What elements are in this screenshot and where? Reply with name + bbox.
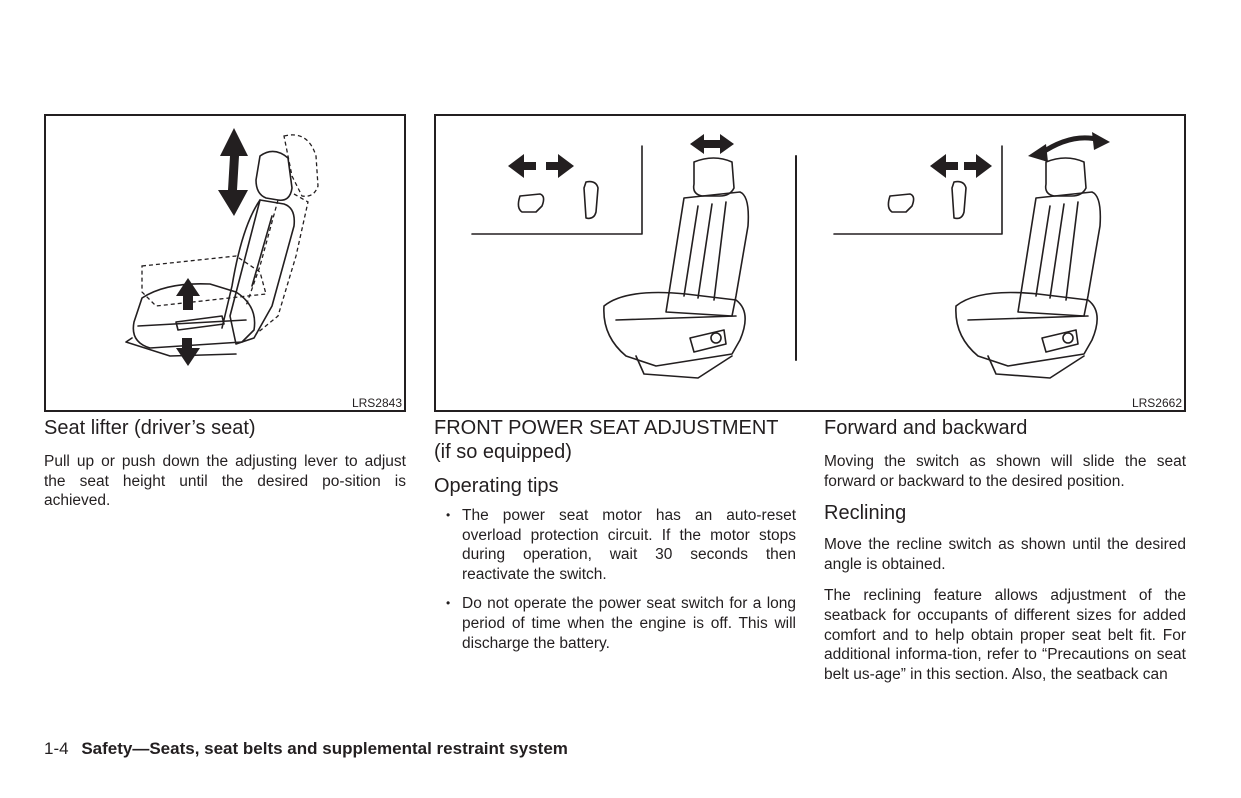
- power-seat-heading-line1: FRONT POWER SEAT ADJUSTMENT: [434, 417, 779, 439]
- page-number: 1-4: [44, 739, 69, 758]
- column-forward-backward: Forward and backward Moving the switch a…: [824, 416, 1186, 684]
- operating-tips-list: The power seat motor has an auto-reset o…: [434, 506, 796, 653]
- list-item: The power seat motor has an auto-reset o…: [434, 506, 796, 584]
- figure-code: LRS2843: [351, 396, 402, 410]
- power-seat-figure: LRS2662: [434, 114, 1186, 412]
- power-seat-heading-line2: (if so equipped): [434, 441, 572, 463]
- seat-lifter-heading: Seat lifter (driver’s seat): [44, 417, 256, 439]
- seat-lifter-figure: LRS2843: [44, 114, 406, 412]
- forward-backward-paragraph: Moving the switch as shown will slide th…: [824, 453, 1186, 490]
- forward-backward-heading: Forward and backward: [824, 417, 1028, 439]
- seat-lifter-paragraph: Pull up or push down the adjusting lever…: [44, 453, 406, 510]
- column-power-seat: FRONT POWER SEAT ADJUSTMENT (if so equip…: [434, 416, 796, 653]
- power-seat-heading: FRONT POWER SEAT ADJUSTMENT (if so equip…: [434, 416, 796, 464]
- column-seat-lifter: Seat lifter (driver’s seat) Pull up or p…: [44, 416, 406, 511]
- power-seat-illustration: [471, 132, 1110, 379]
- operating-tips-heading: Operating tips: [434, 475, 559, 497]
- page-footer: 1-4 Safety—Seats, seat belts and supplem…: [44, 738, 568, 760]
- seat-lifter-illustration: [125, 128, 319, 366]
- section-title: Safety—Seats, seat belts and supplementa…: [81, 739, 568, 758]
- reclining-paragraph: Move the recline switch as shown until t…: [824, 536, 1186, 573]
- figure-code: LRS2662: [1131, 396, 1182, 410]
- reclining-feature-paragraph: The reclining feature allows adjustment …: [824, 587, 1186, 683]
- reclining-heading: Reclining: [824, 502, 907, 525]
- list-item: Do not operate the power seat switch for…: [434, 594, 796, 653]
